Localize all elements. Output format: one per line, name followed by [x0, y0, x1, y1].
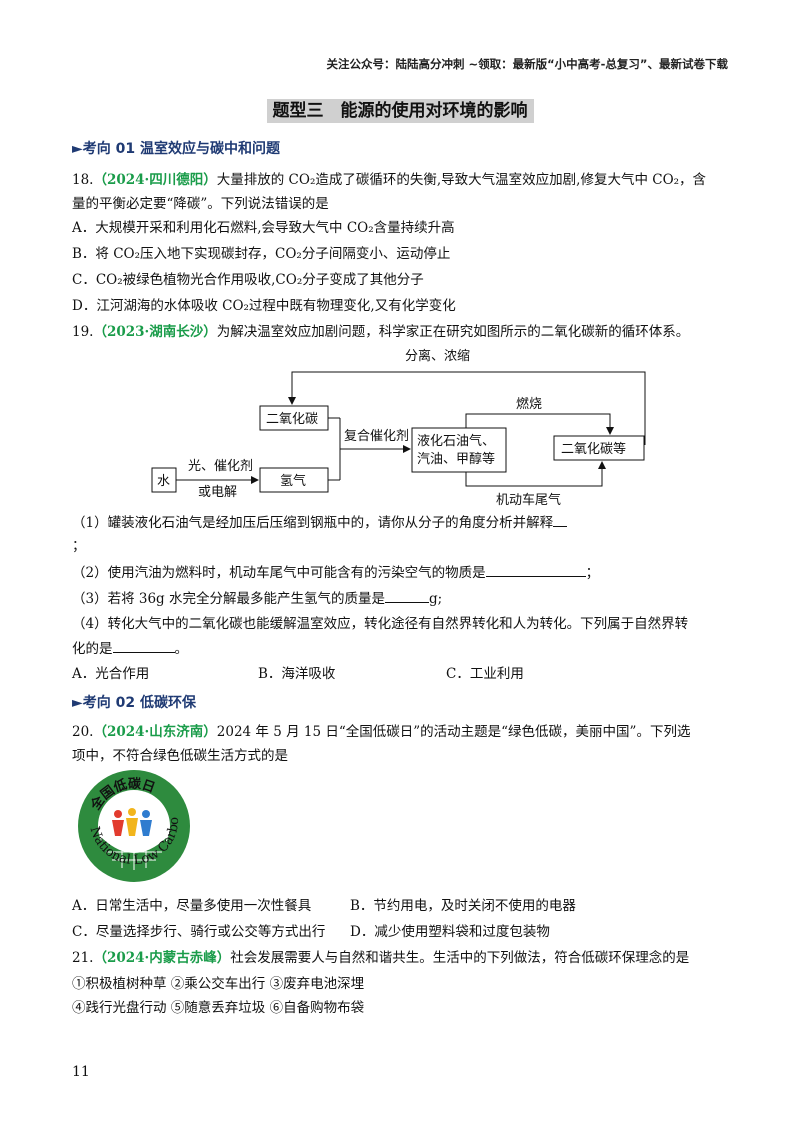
- q19-option-a: A．光合作用: [72, 666, 150, 682]
- label-electrolysis: 或电解: [198, 485, 237, 500]
- label-combustion: 燃烧: [516, 396, 542, 412]
- co2-cycle-diagram: 分离、浓缩 二氧化碳 水 光、催化剂 或电解 氢气 复合催化剂 液化石油气、 汽…: [151, 348, 646, 508]
- answer-blank-4[interactable]: [112, 638, 175, 653]
- q20-stem-line1: 20.（2024·山东济南）2024 年 5 月 15 日“全国低碳日”的活动主…: [72, 724, 691, 740]
- label-separate-concentrate: 分离、浓缩: [405, 348, 470, 364]
- water-box-label: 水: [157, 474, 170, 489]
- q20-stem-line2: 项中，不符合绿色低碳生活方式的是: [72, 748, 288, 764]
- section-heading-1: ►考向 01 温室效应与碳中和问题: [72, 141, 280, 157]
- fuel-box: [411, 427, 507, 473]
- page-title: 题型三 能源的使用对环境的影响: [0, 96, 800, 123]
- q21-options-line1: ①积极植树种草 ②乘公交车出行 ③废弃电池深埋: [72, 976, 365, 992]
- q19-part4-line2: 化的是。: [72, 638, 188, 659]
- q18-source: （2024·四川德阳）: [93, 172, 217, 188]
- q19-option-c: C．工业利用: [446, 666, 524, 682]
- q18-stem-line1: 18.（2024·四川德阳）大量排放的 CO₂造成了碳循环的失衡,导致大气温室效…: [72, 172, 707, 188]
- label-composite-catalyst: 复合催化剂: [344, 429, 409, 444]
- q19-option-b: B．海洋吸收: [258, 666, 336, 682]
- page-header: 关注公众号：陆陆高分冲刺 ~领取：最新版“小中高考-总复习”、最新试卷下载: [326, 57, 728, 71]
- q18-option-b: B．将 CO₂压入地下实现碳封存，CO₂分子间隔变小、运动停止: [72, 246, 451, 262]
- q18-option-d: D．江河湖海的水体吸收 CO₂过程中既有物理变化,又有化学变化: [72, 298, 456, 314]
- q21-stem: 21.（2024·内蒙古赤峰）社会发展需要人与自然和谐共生。生活中的下列做法，符…: [72, 950, 690, 966]
- people-figures-icon: [112, 808, 152, 836]
- q21-source: （2024·内蒙古赤峰）: [93, 950, 231, 966]
- label-light-catalyst: 光、催化剂: [188, 459, 253, 474]
- q20-option-a: A．日常生活中，尽量多使用一次性餐具: [72, 898, 312, 914]
- page-number: 11: [72, 1064, 90, 1080]
- answer-blank-1[interactable]: [553, 512, 568, 527]
- fuel-box-line2: 汽油、甲醇等: [417, 451, 495, 467]
- hydrogen-box-label: 氢气: [280, 473, 306, 489]
- co2-etc-box-label: 二氧化碳等: [561, 441, 626, 457]
- answer-blank-3[interactable]: [385, 588, 429, 603]
- q19-stem: 19.（2023·湖南长沙）为解决温室效应加剧问题，科学家正在研究如图所示的二氧…: [72, 324, 690, 340]
- q19-part4-line1: （4）转化大气中的二氧化碳也能缓解温室效应，转化途径有自然界转化和人为转化。下列…: [72, 616, 689, 632]
- q20-source: （2024·山东济南）: [93, 724, 217, 740]
- section-heading-2: ►考向 02 低碳环保: [72, 695, 196, 711]
- co2-box-label: 二氧化碳: [266, 412, 318, 427]
- q18-option-a: A．大规模开采和利用化石燃料,会导致大气中 CO₂含量持续升高: [72, 220, 455, 236]
- low-carbon-day-logo: 全国低碳日 National Low Carbon Day: [72, 768, 190, 882]
- q20-option-b: B．节约用电，及时关闭不使用的电器: [350, 898, 576, 914]
- q19-part2: （2）使用汽油为燃料时，机动车尾气中可能含有的污染空气的物质是；: [72, 562, 599, 583]
- q20-option-c: C．尽量选择步行、骑行或公交等方式出行: [72, 924, 326, 940]
- q18-stem-line2: 量的平衡必定要“降碳”。下列说法错误的是: [72, 196, 329, 212]
- q19-part1: （1）罐装液化石油气是经加压后压缩到钢瓶中的，请你从分子的角度分析并解释: [72, 512, 568, 533]
- q18-option-c: C．CO₂被绿色植物光合作用吸收,CO₂分子变成了其他分子: [72, 272, 424, 288]
- fuel-box-line1: 液化石油气、: [417, 433, 495, 449]
- label-vehicle-exhaust: 机动车尾气: [496, 492, 561, 508]
- co2-etc-box: [553, 435, 645, 461]
- q19-part1-end: ；: [72, 538, 86, 554]
- answer-blank-2[interactable]: [485, 562, 586, 577]
- q19-source: （2023·湖南长沙）: [93, 324, 217, 340]
- q20-option-d: D．减少使用塑料袋和过度包装物: [350, 924, 550, 940]
- q21-options-line2: ④践行光盘行动 ⑤随意丢弃垃圾 ⑥自备购物布袋: [72, 1000, 365, 1016]
